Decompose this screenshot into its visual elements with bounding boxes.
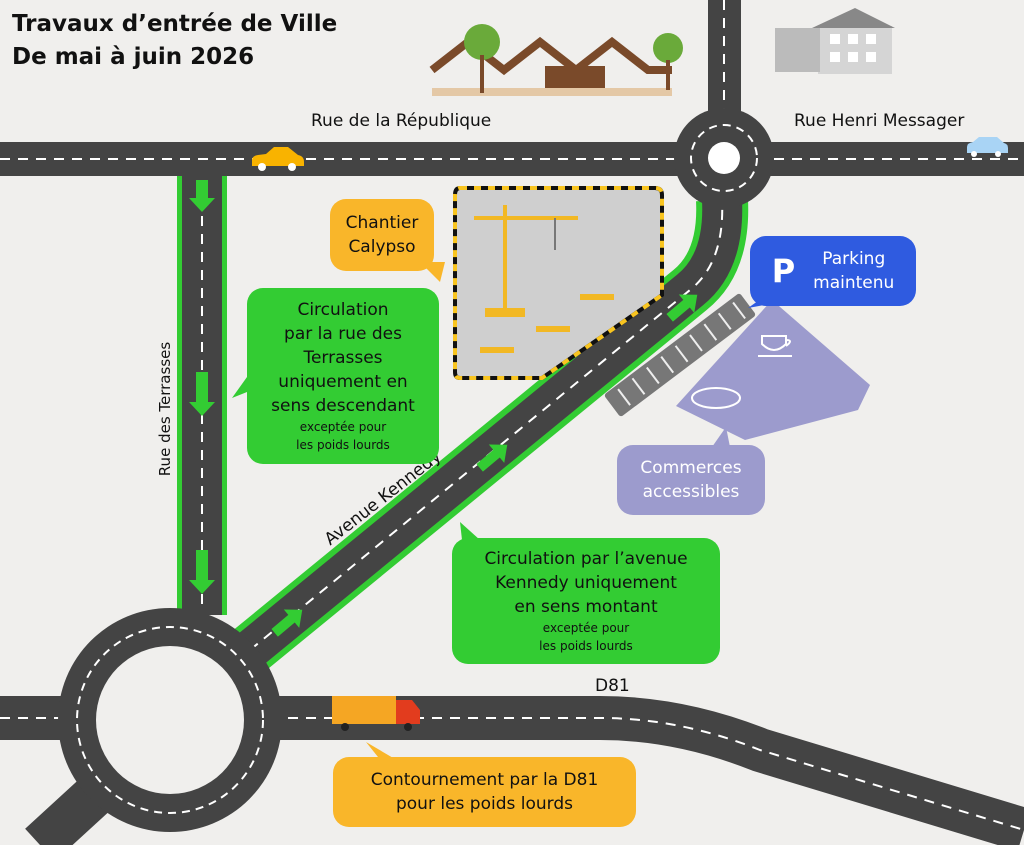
bubble-text: Calypso [348, 237, 416, 257]
crane-icon [474, 205, 578, 317]
road-d81 [0, 696, 1024, 845]
road-republique [0, 142, 1024, 176]
bubble-text: Terrasses [303, 348, 383, 368]
building-icon [775, 8, 895, 74]
car-icon [967, 137, 1008, 157]
coffee-cup-icon [758, 335, 792, 357]
truck-icon [332, 696, 420, 731]
commerces-area [676, 300, 870, 440]
bubble-text: uniquement en [278, 372, 408, 392]
road-kennedy [237, 199, 743, 666]
bubble-tail [712, 427, 730, 447]
title-date: De mai à juin 2026 [12, 44, 255, 70]
bubble-chantier: Chantier Calypso [330, 199, 434, 271]
parking-icon: P [771, 252, 796, 290]
roundabout-south [58, 608, 282, 832]
bubble-text: maintenu [813, 273, 895, 293]
bubble-text: Parking [822, 249, 886, 269]
arrow-up-icon [666, 294, 698, 322]
bubble-text: Contournement par la D81 [370, 770, 599, 790]
bubble-text: Chantier [345, 213, 419, 233]
market-hall-icon [429, 24, 683, 96]
arrow-up-icon [476, 444, 508, 472]
street-label-d81: D81 [595, 676, 630, 696]
bubble-tail [460, 522, 480, 540]
bubble-text: Commerces [640, 458, 742, 478]
bubble-note: les poids lourds [539, 639, 633, 653]
title-line: Travaux d’entrée de Ville [12, 11, 338, 37]
arrow-up-icon [271, 609, 303, 637]
parking-strip [604, 293, 756, 417]
bubble-text: en sens montant [514, 597, 658, 617]
bubble-parking: P Parking maintenu [750, 236, 916, 306]
bubble-text: pour les poids lourds [395, 794, 573, 814]
bubble-text: Circulation par l’avenue [484, 549, 688, 569]
bubble-commerces: Commerces accessibles [617, 445, 765, 515]
barrier-icon [480, 294, 614, 353]
car-icon [252, 147, 304, 171]
bubble-text: par la rue des [284, 324, 402, 344]
street-label-messager: Rue Henri Messager [794, 111, 965, 131]
roundabout-north [674, 108, 774, 208]
bread-icon [691, 387, 741, 409]
construction-site [453, 186, 664, 380]
arrow-down-icon [189, 372, 215, 416]
page-title: Travaux d’entrée de Ville De mai à juin … [12, 8, 337, 74]
direction-arrows [189, 180, 698, 637]
bubble-note: exceptée pour [299, 420, 387, 434]
bubble-text: sens descendant [271, 396, 415, 416]
bubble-note: les poids lourds [296, 438, 390, 452]
street-label-terrasses: Rue des Terrasses [156, 341, 175, 477]
bubble-note: exceptée pour [542, 621, 630, 635]
bubble-text: Kennedy uniquement [495, 573, 677, 593]
bubble-text: accessibles [642, 482, 740, 502]
bubble-d81: Contournement par la D81 pour les poids … [333, 757, 636, 827]
arrow-down-icon [189, 180, 215, 212]
bubble-kennedy: Circulation par l’avenue Kennedy uniquem… [452, 538, 720, 664]
arrow-down-icon [189, 550, 215, 594]
street-label-republique: Rue de la République [311, 111, 492, 131]
bubble-terrasses: Circulation par la rue des Terrasses uni… [247, 288, 439, 464]
bubble-text: Circulation [297, 300, 389, 320]
